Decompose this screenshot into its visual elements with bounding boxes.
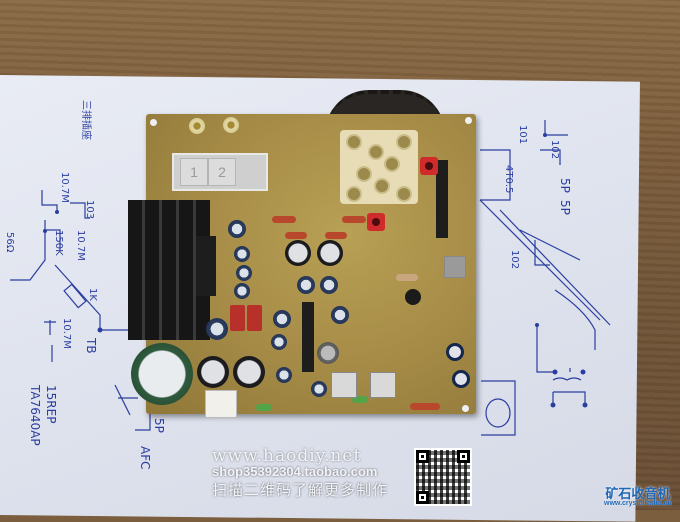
capacitor [206,318,228,340]
capacitor [452,370,470,388]
capacitor [234,246,250,262]
capacitor [446,343,464,361]
schematic-note: TA7640AP [28,385,42,446]
capacitor [273,310,291,328]
filter-capacitor [131,343,193,405]
switch-key: 1 [180,158,208,186]
terminal-screw [223,117,239,133]
capacitor [311,381,327,397]
schematic-note: 5P [558,200,572,215]
film-capacitor [230,305,245,331]
capacitor [276,367,292,383]
resistor [285,232,307,239]
schematic-note: 101 [517,125,528,145]
power-connector [205,390,237,418]
inductor-green [256,404,272,411]
schematic-note: TB [84,338,98,354]
capacitor [297,276,315,294]
schematic-note: 10.7M [75,230,86,261]
brand-logo: 矿石收音机 www.crystalradio.cn [604,483,672,507]
schematic-note: 56Ω [4,232,15,253]
inductor [317,240,343,266]
switch-key: 2 [208,158,236,186]
watermark-url: www.haodiy.net [212,446,362,466]
schematic-note: 15REP [44,385,58,424]
ic-chip [302,302,314,372]
amplifier-ic [196,236,216,296]
schematic-note: 4T0.5 [503,165,514,194]
variable-capacitor [340,130,418,204]
mounting-hole [462,405,469,412]
mounting-hole [465,117,472,124]
schematic-note: 10.7M [59,172,70,203]
watermark-shop: shop35392304.taobao.com [212,464,378,479]
electrolytic-capacitor [233,356,265,388]
schematic-note: 5P [558,178,572,193]
capacitor [271,334,287,350]
schematic-lines [10,120,611,436]
resistor [396,274,418,281]
watermark-overlay: www.haodiy.net shop35392304.taobao.com 扫… [212,446,388,500]
schematic-note: 102 [549,140,560,160]
capacitor [320,276,338,294]
brand-url: www.crystalradio.cn [604,500,672,507]
capacitor [331,306,349,324]
schematic-note: 10.7M [61,318,72,349]
qr-code [414,448,472,506]
capacitor [228,220,246,238]
coil-can [444,256,466,278]
inductor [285,240,311,266]
transistor [405,289,421,305]
schematic-note: 三排插座 [80,100,91,140]
trimmer-coil [420,157,438,175]
schematic-note: 150K [53,230,64,256]
schematic-note: 102 [509,250,520,270]
band-switch: 1 2 [172,153,268,191]
resistor [272,216,296,223]
trimmer-pot [331,372,357,398]
resistor [410,403,440,410]
electrolytic-capacitor [197,356,229,388]
resistor [342,216,366,223]
schematic-note: 5P [152,418,166,433]
brand-name: 矿石收音机 [605,487,671,502]
trimmer-coil [367,213,385,231]
resistor [325,232,347,239]
capacitor [236,265,252,281]
terminal-screw [189,118,205,134]
schematic-note: 1K [87,288,98,301]
schematic-note: 103 [84,200,95,220]
capacitor [234,283,250,299]
trimmer-pot [370,372,396,398]
ic-chip [436,160,448,238]
schematic-note: AFC [138,446,152,470]
inductor-green [352,396,368,403]
film-capacitor [247,305,262,331]
filter-can [317,342,339,364]
mounting-hole [150,119,157,126]
watermark-caption: 扫描二维码了解更多制作 [212,481,389,499]
